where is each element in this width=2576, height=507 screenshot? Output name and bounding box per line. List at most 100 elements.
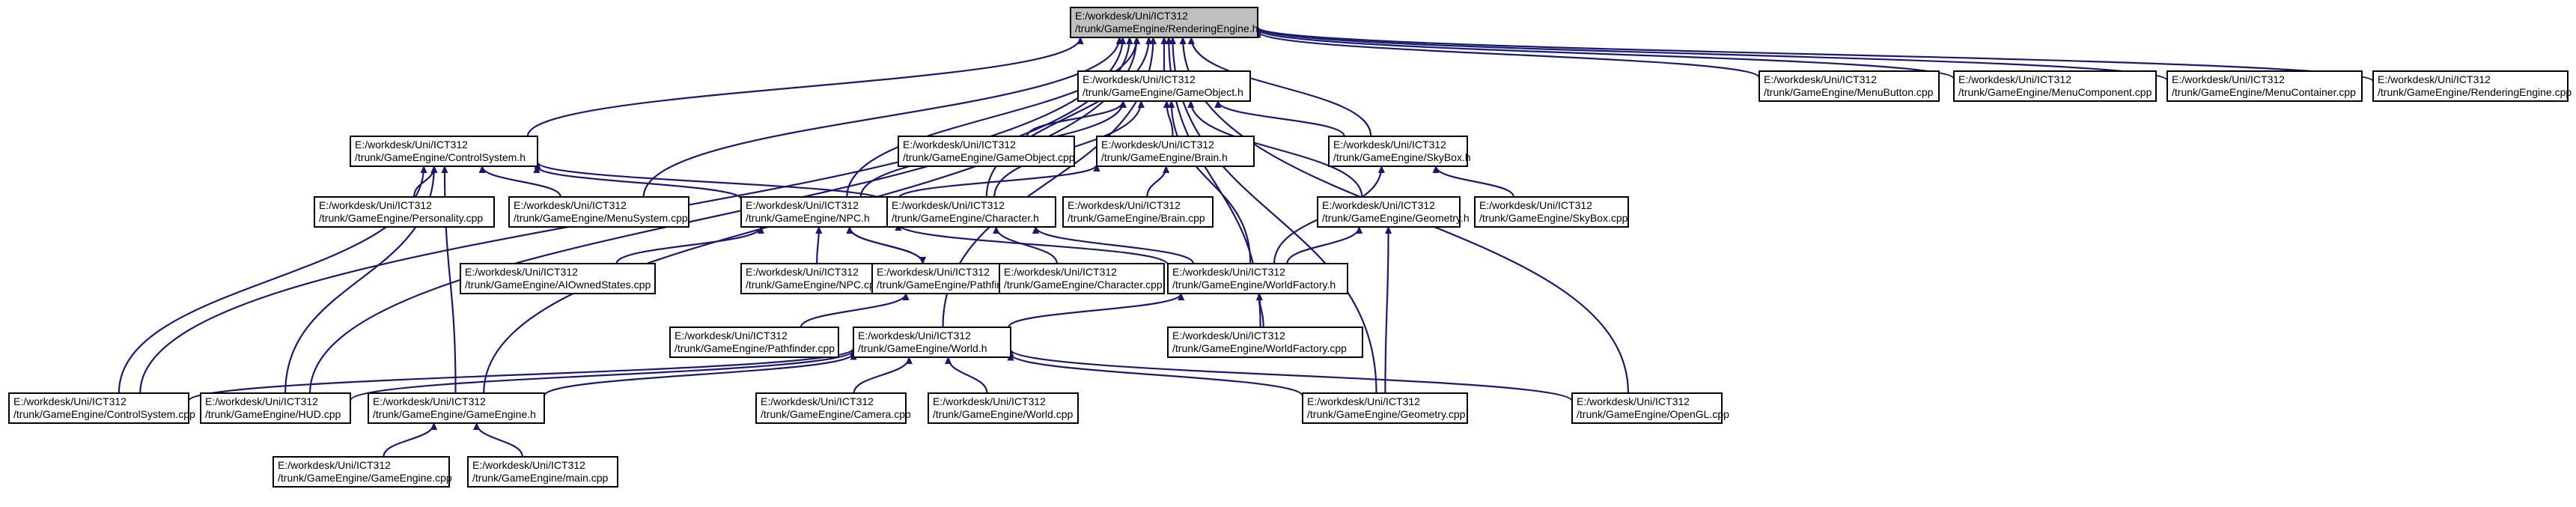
edge-brain-cpp-to-brain-h <box>1146 166 1166 198</box>
node-brain-h[interactable]: E:/workdesk/Uni/ICT312/trunk/GameEngine/… <box>1096 136 1255 167</box>
node-label-path: E:/workdesk/Uni/ICT312 <box>472 459 585 471</box>
node-game-engine-h[interactable]: E:/workdesk/Uni/ICT312/trunk/GameEngine/… <box>368 392 545 424</box>
node-label-path: E:/workdesk/Uni/ICT312 <box>1333 139 1446 151</box>
node-menu-system-cpp[interactable]: E:/workdesk/Uni/ICT312/trunk/GameEngine/… <box>508 196 689 228</box>
edge-skybox-h-to-rendering-engine-h <box>1191 37 1372 137</box>
node-character-h[interactable]: E:/workdesk/Uni/ICT312/trunk/GameEngine/… <box>886 196 1056 228</box>
node-label-file: /trunk/GameEngine/Brain.h <box>1101 151 1228 163</box>
node-label-file: /trunk/GameEngine/ControlSystem.cpp <box>13 408 195 420</box>
node-label-path: E:/workdesk/Uni/ICT312 <box>858 330 971 341</box>
node-box <box>350 136 538 167</box>
edge-world-factory-h-to-character-h <box>1035 227 1195 264</box>
edge-world-factory-h-to-npc-h <box>898 224 1169 266</box>
node-menu-component-cpp[interactable]: E:/workdesk/Uni/ICT312/trunk/GameEngine/… <box>1953 70 2157 102</box>
node-label-file: /trunk/GameEngine/MenuButton.cpp <box>1764 86 1934 98</box>
node-control-system-h[interactable]: E:/workdesk/Uni/ICT312/trunk/GameEngine/… <box>350 136 538 167</box>
node-geometry-h[interactable]: E:/workdesk/Uni/ICT312/trunk/GameEngine/… <box>1317 196 1470 228</box>
node-label-file: /trunk/GameEngine/Character.h <box>892 212 1039 224</box>
edge-geometry-h-to-game-object-h <box>1191 101 1363 198</box>
node-hud-cpp[interactable]: E:/workdesk/Uni/ICT312/trunk/GameEngine/… <box>200 392 351 424</box>
node-label-path: E:/workdesk/Uni/ICT312 <box>2378 73 2491 85</box>
node-box <box>755 392 907 424</box>
node-label-path: E:/workdesk/Uni/ICT312 <box>1764 73 1877 85</box>
node-label-path: E:/workdesk/Uni/ICT312 <box>319 199 432 211</box>
node-label-file: /trunk/GameEngine/WorldFactory.h <box>1172 279 1336 291</box>
edge-ai-owned-states-cpp-to-npc-h <box>615 227 761 264</box>
node-brain-cpp[interactable]: E:/workdesk/Uni/ICT312/trunk/GameEngine/… <box>1062 196 1214 228</box>
node-label-file: /trunk/GameEngine/HUD.cpp <box>205 408 341 420</box>
edge-control-system-cpp-to-world-h <box>187 348 853 402</box>
edge-hud-cpp-to-world-h <box>349 350 853 401</box>
edge-skybox-h-to-game-object-h <box>1218 101 1345 137</box>
node-label-file: /trunk/GameEngine/GameEngine.cpp <box>278 472 452 484</box>
node-npc-h[interactable]: E:/workdesk/Uni/ICT312/trunk/GameEngine/… <box>740 196 899 228</box>
node-menu-container-cpp[interactable]: E:/workdesk/Uni/ICT312/trunk/GameEngine/… <box>2167 70 2363 102</box>
edge-control-system-h-to-rendering-engine-h <box>526 37 1080 137</box>
node-label-file: /trunk/GameEngine/RenderingEngine.cpp <box>2378 86 2572 98</box>
node-label-file: /trunk/GameEngine/Personality.cpp <box>319 212 483 224</box>
node-label-file: /trunk/GameEngine/MenuSystem.cpp <box>514 212 688 224</box>
node-personality-cpp[interactable]: E:/workdesk/Uni/ICT312/trunk/GameEngine/… <box>314 196 495 228</box>
node-box <box>1077 70 1251 102</box>
node-control-system-cpp[interactable]: E:/workdesk/Uni/ICT312/trunk/GameEngine/… <box>8 392 195 424</box>
edge-world-factory-cpp-to-world-factory-h <box>1259 294 1264 328</box>
edge-npc-cpp-to-npc-h <box>817 227 819 264</box>
node-label-file: /trunk/GameEngine/main.cpp <box>472 472 609 484</box>
node-world-factory-h[interactable]: E:/workdesk/Uni/ICT312/trunk/GameEngine/… <box>1167 263 1348 294</box>
node-label-path: E:/workdesk/Uni/ICT312 <box>746 266 859 278</box>
node-label-path: E:/workdesk/Uni/ICT312 <box>675 330 788 341</box>
node-label-path: E:/workdesk/Uni/ICT312 <box>514 199 627 211</box>
node-label-file: /trunk/GameEngine/GameObject.cpp <box>903 151 1075 163</box>
edge-geometry-cpp-to-geometry-h <box>1384 227 1388 394</box>
node-label-path: E:/workdesk/Uni/ICT312 <box>746 199 859 211</box>
node-game-object-cpp[interactable]: E:/workdesk/Uni/ICT312/trunk/GameEngine/… <box>898 136 1075 167</box>
node-main-cpp[interactable]: E:/workdesk/Uni/ICT312/trunk/GameEngine/… <box>467 456 618 488</box>
node-rendering-engine-cpp[interactable]: E:/workdesk/Uni/ICT312/trunk/GameEngine/… <box>2372 70 2572 102</box>
node-box <box>8 392 189 424</box>
node-character-cpp[interactable]: E:/workdesk/Uni/ICT312/trunk/GameEngine/… <box>999 263 1165 294</box>
node-rendering-engine-h[interactable]: E:/workdesk/Uni/ICT312/trunk/GameEngine/… <box>1070 7 1258 38</box>
node-skybox-h[interactable]: E:/workdesk/Uni/ICT312/trunk/GameEngine/… <box>1328 136 1471 167</box>
node-menu-button-cpp[interactable]: E:/workdesk/Uni/ICT312/trunk/GameEngine/… <box>1759 70 1940 102</box>
node-opengl-cpp[interactable]: E:/workdesk/Uni/ICT312/trunk/GameEngine/… <box>1571 392 1729 424</box>
node-label-path: E:/workdesk/Uni/ICT312 <box>1075 10 1188 22</box>
node-box <box>314 196 495 228</box>
node-box <box>2167 70 2363 102</box>
edge-world-factory-h-to-geometry-h <box>1286 227 1359 264</box>
node-box <box>1167 263 1348 294</box>
edge-world-cpp-to-world-h <box>949 357 988 394</box>
edge-brain-h-to-game-object-h <box>1166 101 1174 137</box>
node-npc-cpp[interactable]: E:/workdesk/Uni/ICT312/trunk/GameEngine/… <box>740 263 892 294</box>
node-box <box>853 327 1011 358</box>
node-ai-owned-states-cpp[interactable]: E:/workdesk/Uni/ICT312/trunk/GameEngine/… <box>460 263 656 294</box>
node-world-h[interactable]: E:/workdesk/Uni/ICT312/trunk/GameEngine/… <box>853 327 1011 358</box>
node-label-path: E:/workdesk/Uni/ICT312 <box>877 266 990 278</box>
node-box <box>2372 70 2569 102</box>
edge-character-cpp-to-character-h <box>996 227 1058 264</box>
node-label-file: /trunk/GameEngine/AIOwnedStates.cpp <box>465 279 651 291</box>
node-label-path: E:/workdesk/Uni/ICT312 <box>1172 330 1285 341</box>
node-world-factory-cpp[interactable]: E:/workdesk/Uni/ICT312/trunk/GameEngine/… <box>1167 327 1363 358</box>
node-box <box>1062 196 1214 228</box>
node-label-path: E:/workdesk/Uni/ICT312 <box>1004 266 1117 278</box>
edge-geometry-cpp-to-world-h <box>1011 353 1304 397</box>
node-label-path: E:/workdesk/Uni/ICT312 <box>355 139 468 151</box>
node-game-object-h[interactable]: E:/workdesk/Uni/ICT312/trunk/GameEngine/… <box>1077 70 1251 102</box>
node-label-path: E:/workdesk/Uni/ICT312 <box>373 395 486 407</box>
node-game-engine-cpp[interactable]: E:/workdesk/Uni/ICT312/trunk/GameEngine/… <box>272 456 452 488</box>
node-skybox-cpp[interactable]: E:/workdesk/Uni/ICT312/trunk/GameEngine/… <box>1474 196 1629 228</box>
node-label-path: E:/workdesk/Uni/ICT312 <box>761 395 874 407</box>
node-camera-cpp[interactable]: E:/workdesk/Uni/ICT312/trunk/GameEngine/… <box>755 392 911 424</box>
node-pathfinder-cpp[interactable]: E:/workdesk/Uni/ICT312/trunk/GameEngine/… <box>669 327 839 358</box>
node-geometry-cpp[interactable]: E:/workdesk/Uni/ICT312/trunk/GameEngine/… <box>1302 392 1468 424</box>
edge-opengl-cpp-to-world-h <box>1011 350 1574 402</box>
node-world-cpp[interactable]: E:/workdesk/Uni/ICT312/trunk/GameEngine/… <box>928 392 1079 424</box>
node-label-path: E:/workdesk/Uni/ICT312 <box>1479 199 1592 211</box>
node-label-file: /trunk/GameEngine/OpenGL.cpp <box>1577 408 1729 420</box>
node-label-file: /trunk/GameEngine/NPC.h <box>746 212 870 224</box>
node-box <box>1759 70 1940 102</box>
node-label-file: /trunk/GameEngine/SkyBox.cpp <box>1479 212 1628 224</box>
node-label-path: E:/workdesk/Uni/ICT312 <box>1172 266 1285 278</box>
edge-world-h-to-world-factory-h <box>1008 294 1181 328</box>
node-box <box>460 263 656 294</box>
